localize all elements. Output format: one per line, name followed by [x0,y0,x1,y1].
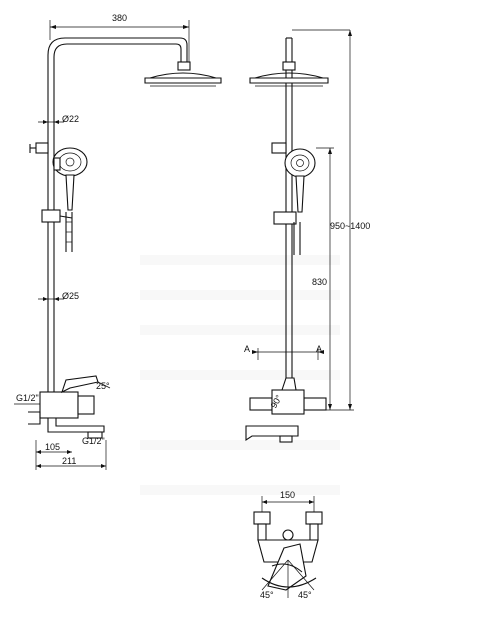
label-inlet-thread: G1/2" [16,393,39,403]
dim-dia-upper: Ø22 [62,114,79,124]
watermark [140,255,340,495]
dim-spout: 105 [45,442,60,452]
label-outlet-thread: G1/2" [82,436,105,446]
dim-base-width: 211 [62,456,76,466]
dim-dia-lower: Ø25 [62,291,79,301]
section-label-left: A [244,344,250,354]
dim-lever-angle: 25° [96,381,110,391]
dim-top-width: 380 [112,13,127,23]
dim-height-range: 950~1400 [330,221,370,231]
right-view: 950~1400 830 A A 90° [244,29,370,443]
dim-angle-left: 45° [260,590,274,600]
dim-mid-height: 830 [312,277,327,287]
dim-angle-right: 45° [298,590,312,600]
left-view: 380 Ø22 Ø25 [14,13,222,470]
dim-bottom-width: 150 [280,490,295,500]
bottom-view: 150 45° 45° [253,490,323,600]
section-label-right: A [316,344,322,354]
